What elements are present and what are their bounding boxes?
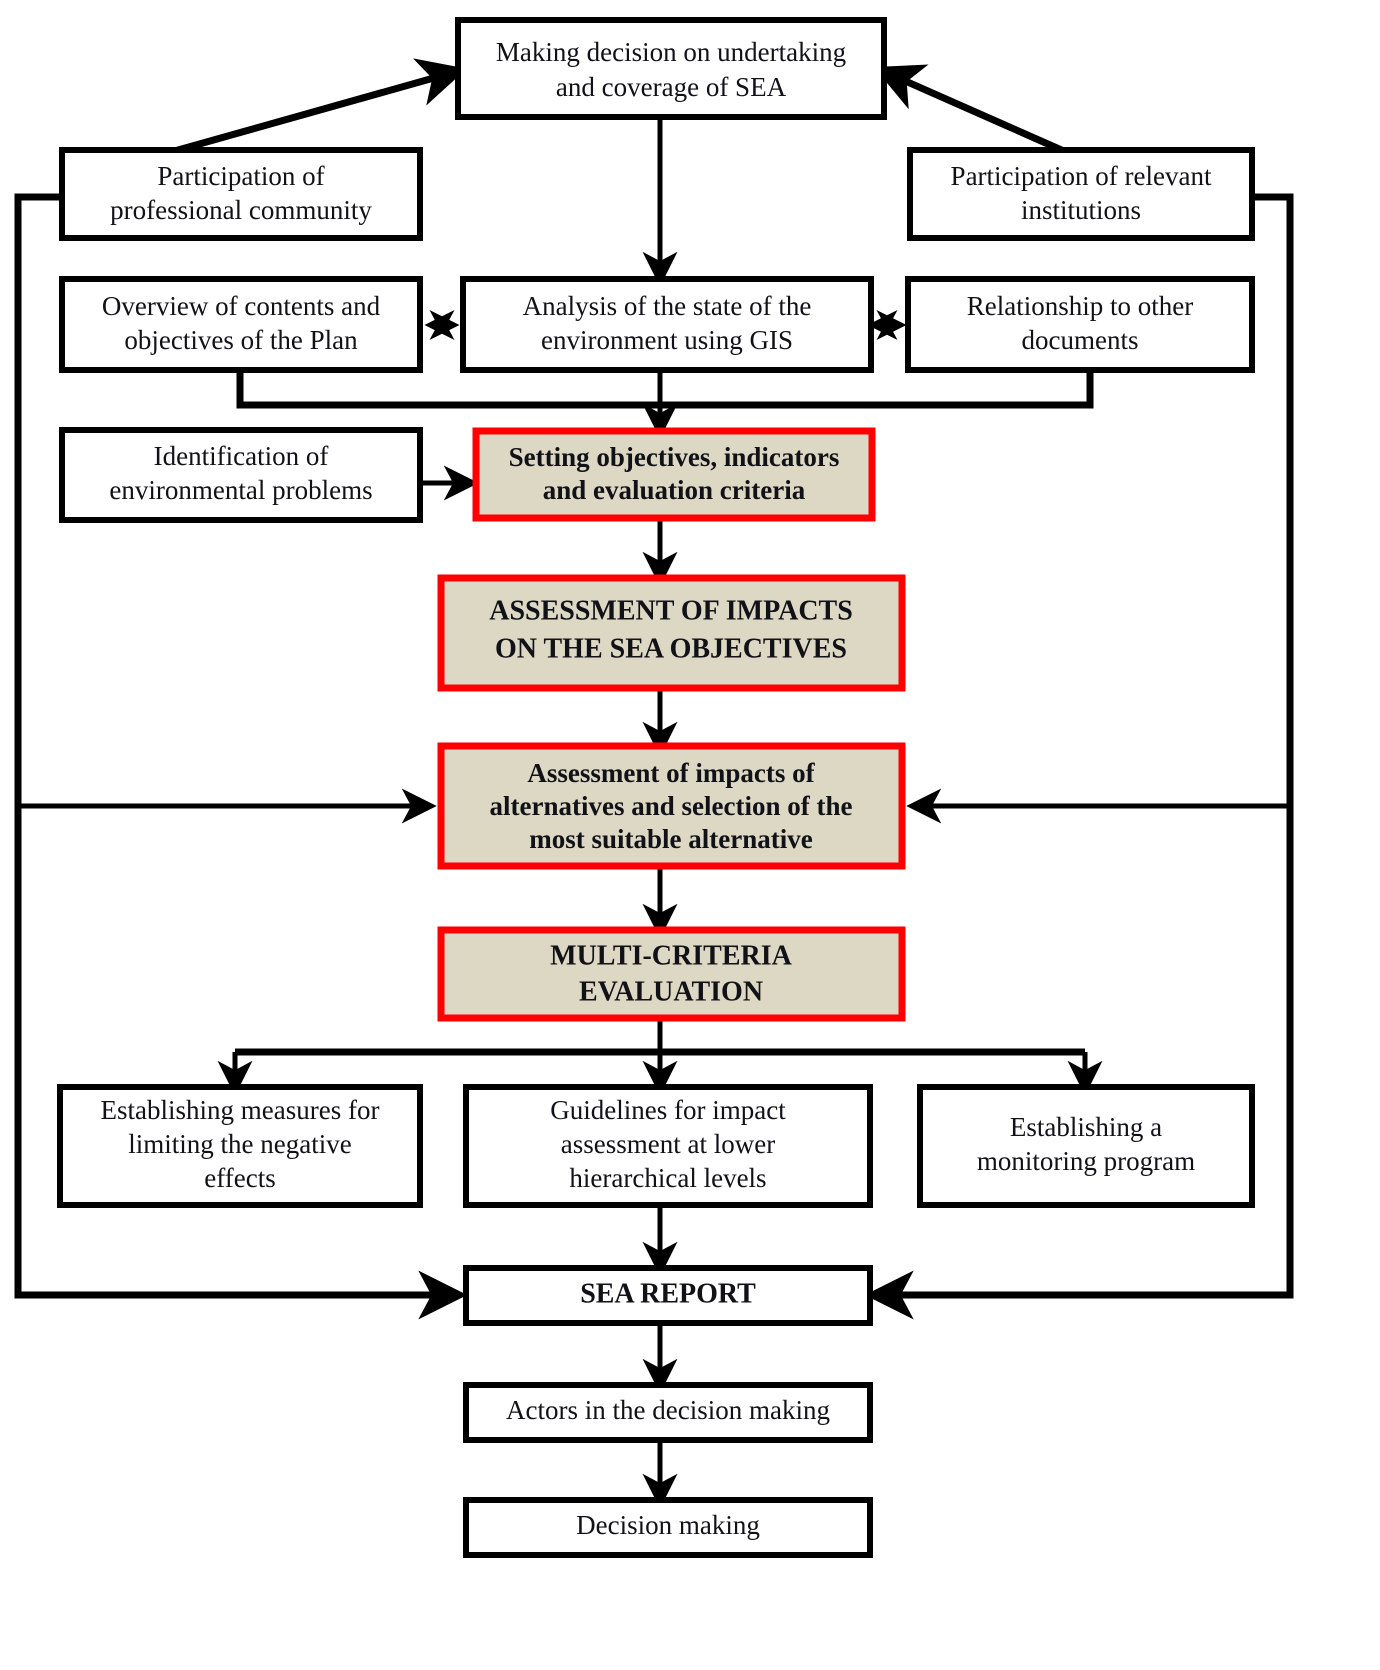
node-guidelines-impact-rect — [463, 1084, 873, 1208]
node-participation-institutions-rect — [907, 147, 1255, 241]
node-sea-report-rect — [463, 1265, 873, 1326]
node-identification-problems-line-2: environmental problems — [109, 475, 372, 505]
node-assessment-alternatives[interactable]: Assessment of impacts of alternatives an… — [437, 742, 906, 870]
node-overview-contents-line-1: Overview of contents and — [102, 291, 381, 321]
node-decision-making-line-1: Decision making — [576, 1510, 760, 1540]
node-analysis-state[interactable]: Analysis of the state of the environment… — [460, 276, 874, 373]
node-multi-criteria-line-2: EVALUATION — [579, 976, 763, 1007]
node-participation-institutions-line-1: Participation of relevant — [951, 161, 1212, 191]
node-identification-problems[interactable]: Identification of environmental problems — [59, 427, 423, 523]
node-decision-sea[interactable]: Making decision on undertaking and cover… — [455, 17, 887, 120]
node-analysis-state-line-1: Analysis of the state of the — [523, 291, 812, 321]
node-participation-professional-line-2: professional community — [110, 195, 372, 225]
node-relationship-documents[interactable]: Relationship to other documents — [905, 276, 1255, 373]
node-overview-contents[interactable]: Overview of contents and objectives of t… — [59, 276, 423, 373]
node-guidelines-impact-line-3: hierarchical levels — [569, 1163, 766, 1193]
connector-institutions-to-decision — [873, 64, 1068, 156]
connector-professional-to-decision — [170, 58, 467, 156]
node-participation-institutions-line-2: institutions — [1021, 195, 1141, 225]
node-establishing-measures-line-2: limiting the negative — [128, 1129, 351, 1159]
node-decision-making-rect — [463, 1497, 873, 1558]
node-participation-professional-line-1: Participation of — [157, 161, 324, 191]
node-guidelines-impact[interactable]: Guidelines for impact assessment at lowe… — [463, 1084, 873, 1208]
node-relationship-documents-line-1: Relationship to other — [967, 291, 1193, 321]
node-decision-making[interactable]: Decision making — [463, 1497, 873, 1558]
node-actors-decision[interactable]: Actors in the decision making — [463, 1382, 873, 1443]
node-multi-criteria[interactable]: MULTI-CRITERIA EVALUATION — [437, 926, 906, 1022]
node-assessment-alternatives-rect — [437, 742, 906, 870]
node-participation-institutions[interactable]: Participation of relevant institutions — [907, 147, 1255, 241]
node-monitoring-program-rect — [917, 1084, 1255, 1208]
node-monitoring-program-line-1: Establishing a — [1010, 1112, 1162, 1142]
node-participation-professional-rect — [59, 147, 423, 241]
node-overview-contents-line-2: objectives of the Plan — [124, 325, 358, 355]
node-setting-objectives-rect — [472, 427, 876, 522]
node-overview-contents-rect — [59, 276, 423, 373]
node-relationship-documents-rect — [905, 276, 1255, 373]
node-guidelines-impact-line-1: Guidelines for impact — [550, 1095, 786, 1125]
node-assessment-impacts[interactable]: ASSESSMENT OF IMPACTS ON THE SEA OBJECTI… — [437, 574, 906, 692]
node-establishing-measures[interactable]: Establishing measures for limiting the n… — [57, 1084, 423, 1208]
node-setting-objectives-line-1: Setting objectives, indicators — [509, 442, 840, 472]
node-decision-sea-line-2: and coverage of SEA — [556, 72, 787, 102]
node-actors-decision-line-1: Actors in the decision making — [506, 1395, 830, 1425]
node-assessment-impacts-line-2: ON THE SEA OBJECTIVES — [495, 633, 847, 664]
node-identification-problems-line-1: Identification of — [154, 441, 329, 471]
node-relationship-documents-line-2: documents — [1022, 325, 1139, 355]
node-decision-sea-rect — [455, 17, 887, 120]
node-sea-report-line-1: SEA REPORT — [580, 1278, 756, 1309]
node-analysis-state-line-2: environment using GIS — [541, 325, 793, 355]
node-participation-professional[interactable]: Participation of professional community — [59, 147, 423, 241]
node-assessment-impacts-line-1: ASSESSMENT OF IMPACTS — [489, 595, 853, 626]
node-establishing-measures-line-1: Establishing measures for — [101, 1095, 380, 1125]
node-actors-decision-rect — [463, 1382, 873, 1443]
node-multi-criteria-line-1: MULTI-CRITERIA — [550, 940, 792, 971]
node-assessment-alternatives-line-3: most suitable alternative — [529, 824, 812, 854]
node-establishing-measures-rect — [57, 1084, 423, 1208]
node-sea-report[interactable]: SEA REPORT — [463, 1265, 873, 1326]
node-setting-objectives[interactable]: Setting objectives, indicators and evalu… — [472, 427, 876, 522]
node-decision-sea-line-1: Making decision on undertaking — [496, 37, 846, 67]
connector-left-rail-to-report — [14, 193, 468, 1320]
node-assessment-alternatives-line-2: alternatives and selection of the — [490, 791, 853, 821]
node-assessment-alternatives-line-1: Assessment of impacts of — [527, 758, 815, 788]
node-identification-problems-rect — [59, 427, 423, 523]
node-establishing-measures-line-3: effects — [204, 1163, 275, 1193]
node-setting-objectives-line-2: and evaluation criteria — [543, 475, 806, 505]
node-analysis-state-rect — [460, 276, 874, 373]
node-multi-criteria-rect — [437, 926, 906, 1022]
node-guidelines-impact-line-2: assessment at lower — [561, 1129, 775, 1159]
node-assessment-impacts-rect — [437, 574, 906, 692]
node-monitoring-program[interactable]: Establishing a monitoring program — [917, 1084, 1255, 1208]
connector-bus-to-setting-objectives — [236, 372, 1094, 409]
connector-right-rail-to-report — [864, 193, 1294, 1320]
node-monitoring-program-line-2: monitoring program — [977, 1146, 1195, 1176]
